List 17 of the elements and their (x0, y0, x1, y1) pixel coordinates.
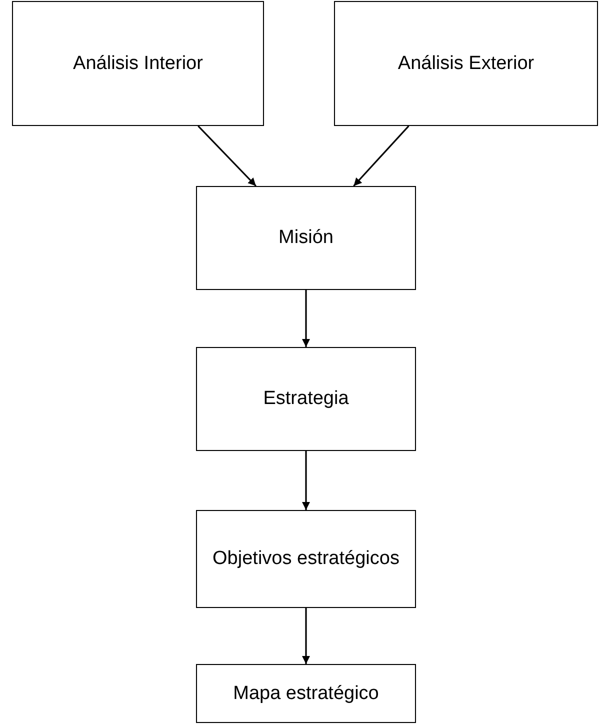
arrow (302, 451, 310, 510)
box-label: Mapa estratégico (232, 682, 380, 706)
arrow (353, 125, 410, 187)
arrow (198, 125, 257, 187)
box-label: Objetivos estratégicos (212, 547, 400, 572)
process-box (196, 664, 416, 723)
arrow (302, 608, 310, 664)
box-label: Misión (278, 226, 334, 250)
process-box (196, 186, 416, 290)
process-box (196, 347, 416, 451)
process-box (334, 1, 598, 126)
box-label: Estrategia (262, 387, 350, 412)
process-box (12, 1, 264, 126)
process-box (196, 510, 416, 608)
box-label: Análisis Interior (72, 52, 204, 76)
arrow (302, 290, 310, 347)
box-label: Análisis Exterior (396, 52, 536, 76)
